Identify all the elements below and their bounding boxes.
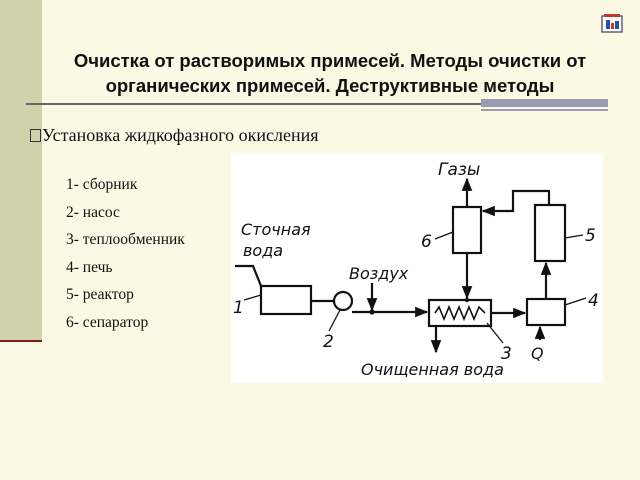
unit-number-5: 5 [585, 226, 596, 246]
slide-title-line-2: органических примесей. Деструктивные мет… [105, 75, 555, 97]
unit-number-1: 1 [233, 298, 244, 318]
label-air: Воздух [349, 264, 409, 283]
title-divider [26, 103, 481, 105]
heat-exchanger-unit-3 [427, 298, 493, 328]
label-wastewater-line1: Сточная [241, 220, 311, 239]
legend-list: 1- сборник 2- насос 3- теплообменник 4- … [66, 174, 185, 340]
process-diagram-svg: Газы Сточная вода Воздух Очищенная вода … [233, 160, 599, 379]
bullet-icon [30, 129, 41, 142]
pump-unit-2 [332, 290, 354, 312]
presentation-icon[interactable] [601, 12, 623, 34]
pipe-junction-dot [369, 309, 375, 315]
slide-subtitle-text: Установка жидкофазного окисления [42, 125, 319, 145]
pipe-junction-dot [464, 297, 470, 303]
unit-number-2: 2 [323, 332, 334, 352]
pipe-5-to-6 [481, 189, 551, 217]
leader-line-1 [243, 294, 262, 301]
slide-subtitle: Установка жидкофазного окисления [30, 125, 319, 146]
leader-line-2 [328, 309, 341, 332]
legend-item: 6- сепаратор [66, 313, 149, 331]
unit-number-3: 3 [501, 344, 512, 364]
leader-line-3 [486, 322, 504, 344]
title-divider-accent [481, 99, 608, 107]
legend-item: 2- насос [66, 203, 120, 221]
unit-number-4: 4 [588, 291, 599, 311]
collector-unit-1 [259, 284, 313, 316]
unit-number-6: 6 [421, 232, 432, 252]
process-diagram: Газы Сточная вода Воздух Очищенная вода … [231, 153, 603, 383]
reactor-unit-5 [533, 203, 567, 263]
label-wastewater-line2: вода [243, 241, 283, 260]
title-divider-accent-line [481, 109, 608, 111]
label-heat-q: Q [531, 344, 544, 363]
furnace-unit-4 [525, 297, 567, 327]
label-cleaned-water: Очищенная вода [361, 360, 504, 379]
legend-item: 1- сборник [66, 176, 138, 193]
separator-unit-6 [451, 205, 483, 255]
label-gases: Газы [438, 160, 480, 180]
left-accent-line [0, 340, 42, 342]
leader-line-5 [564, 234, 584, 239]
legend-item: 3- теплообменник [66, 231, 185, 249]
leader-line-4 [564, 297, 587, 306]
slide-title-line-1: Очистка от растворимых примесей. Методы … [73, 50, 587, 72]
legend-item: 5- реактор [66, 286, 134, 304]
leader-line-6 [434, 231, 454, 240]
legend-item: 4- печь [66, 258, 113, 276]
left-decor-bar [0, 0, 42, 340]
heat-exchanger-coil [434, 304, 486, 322]
wastewater-inlet-line [235, 264, 263, 287]
slide-title: Очистка от растворимых примесей. Методы … [45, 48, 615, 98]
